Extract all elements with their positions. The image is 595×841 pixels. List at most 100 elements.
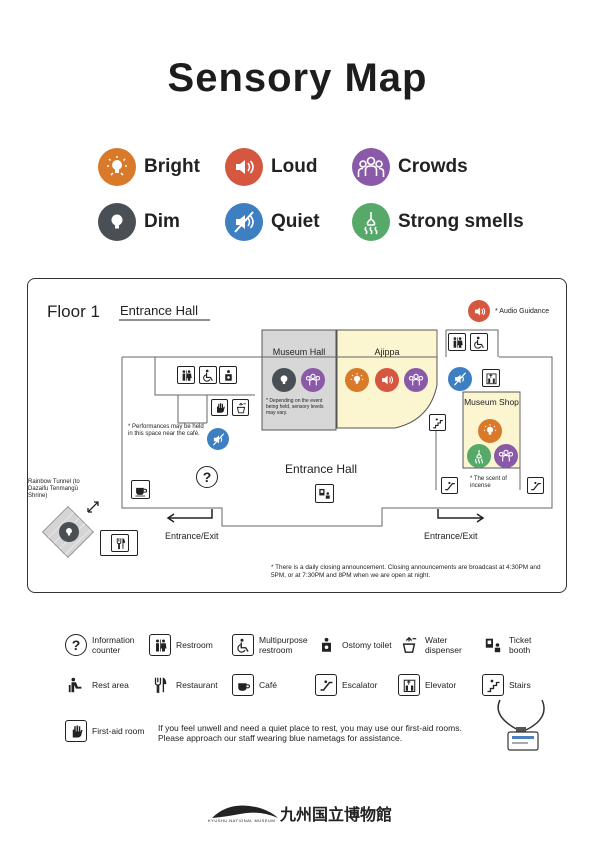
- key-elevator: Elevator: [398, 674, 456, 696]
- museum-name: 九州国立博物館: [280, 805, 393, 824]
- legend-label: Bright: [144, 156, 200, 177]
- museum-logo-icon: [212, 805, 278, 818]
- smell-icon: [352, 203, 390, 241]
- elevator-icon: [482, 369, 500, 387]
- key-restaurant: Restaurant: [149, 674, 218, 696]
- floor-section-label: Entrance Hall: [120, 303, 199, 318]
- restroom-icon: [448, 333, 466, 351]
- key-ticket-booth: Ticket booth: [482, 634, 544, 656]
- key-label: Multipurpose restroom: [259, 635, 308, 655]
- first-aid-icon: [65, 720, 87, 742]
- crowds-icon: [494, 444, 518, 468]
- key-label: Escalator: [342, 680, 378, 690]
- legend-label: Quiet: [271, 211, 320, 232]
- legend-item-quiet: Quiet: [225, 203, 320, 241]
- ajippa-label: Ajippa: [374, 347, 400, 357]
- escalator-icon: [527, 477, 544, 494]
- restroom-icon: [177, 366, 195, 384]
- wheelchair-icon: [232, 634, 254, 656]
- shop-note: * The scent of incense: [470, 476, 507, 489]
- crowds-icon: [352, 148, 390, 186]
- key-label: Restaurant: [176, 680, 218, 690]
- quiet-icon: [225, 203, 263, 241]
- water-icon: [398, 634, 420, 656]
- smell-icon: [467, 444, 491, 468]
- ostomy-icon: [315, 634, 337, 656]
- key-multipurpose-restroom: Multipurpose restroom: [232, 634, 319, 656]
- legend-item-dim: Dim: [98, 203, 180, 241]
- floor-label: Floor 1: [47, 302, 100, 321]
- wheelchair-icon: [199, 366, 217, 384]
- floor-map: [27, 278, 567, 593]
- closing-note: * There is a daily closing announcement.…: [271, 564, 541, 579]
- restroom-icon: [149, 634, 171, 656]
- museum-shop-label: Museum Shop: [464, 397, 519, 407]
- key-label: Elevator: [425, 680, 457, 690]
- dim-icon: [59, 522, 79, 542]
- ostomy-icon: [219, 366, 237, 384]
- entrance-exit-right-label: Entrance/Exit: [424, 531, 478, 541]
- crowds-icon: [301, 368, 325, 392]
- museum-hall-label: Museum Hall: [272, 347, 326, 357]
- ticket-icon: [315, 484, 334, 503]
- escalator-icon: [315, 674, 337, 696]
- quiet-icon: [207, 428, 229, 450]
- loud-icon: [225, 148, 263, 186]
- escalator-icon: [441, 477, 458, 494]
- rainbow-tunnel-label: Rainbow Tunnel (to Dazaifu Tenmangū Shri…: [28, 479, 80, 499]
- cafe-icon: [131, 480, 150, 499]
- key-water-dispenser: Water dispenser: [398, 634, 475, 656]
- dim-icon: [98, 203, 136, 241]
- audio-guidance-label: * Audio Guidance: [495, 308, 550, 315]
- key-label: Ostomy toilet: [342, 640, 392, 650]
- key-information: ? Information counter: [65, 634, 147, 656]
- key-label: Information counter: [92, 635, 135, 655]
- bright-icon: [345, 368, 369, 392]
- legend-item-crowds: Crowds: [352, 148, 468, 186]
- bright-icon: [478, 419, 502, 443]
- nametag-icon: [497, 699, 545, 751]
- key-label: Restroom: [176, 640, 213, 650]
- legend-item-bright: Bright: [98, 148, 200, 186]
- legend-label: Strong smells: [398, 211, 524, 232]
- wheelchair-icon: [470, 333, 488, 351]
- first-aid-icon: [211, 399, 228, 416]
- crowds-icon: [404, 368, 428, 392]
- legend-label: Crowds: [398, 156, 468, 177]
- entrance-exit-left-label: Entrance/Exit: [165, 531, 219, 541]
- bright-icon: [98, 148, 136, 186]
- stairs-icon: [482, 674, 504, 696]
- elevator-icon: [398, 674, 420, 696]
- loud-icon: [468, 300, 490, 322]
- ticket-icon: [482, 634, 504, 656]
- loud-icon: [375, 368, 399, 392]
- restaurant-icon: [111, 534, 129, 552]
- quiet-icon: [448, 367, 472, 391]
- restaurant-icon: [149, 674, 171, 696]
- legend-label: Loud: [271, 156, 318, 177]
- key-rest-area: Rest area: [65, 674, 129, 696]
- key-cafe: Café: [232, 674, 277, 696]
- legend-label: Dim: [144, 211, 180, 232]
- performances-note: * Performances may be held in this space…: [128, 424, 204, 437]
- key-label: Water dispenser: [425, 635, 462, 655]
- dim-icon: [272, 368, 296, 392]
- key-label: Ticket booth: [509, 635, 532, 655]
- rest-area-icon: [65, 674, 87, 696]
- legend-item-strong-smells: Strong smells: [352, 203, 524, 241]
- museum-hall-note: * Depending on the event being held, sen…: [266, 398, 324, 416]
- page-title: Sensory Map: [167, 56, 428, 100]
- cafe-icon: [232, 674, 254, 696]
- information-icon: ?: [196, 466, 218, 488]
- key-label: Rest area: [92, 680, 129, 690]
- entrance-hall-label: Entrance Hall: [285, 462, 358, 476]
- water-icon: [232, 399, 249, 416]
- restaurant-area: [100, 530, 138, 556]
- stairs-icon: [429, 414, 446, 431]
- logo-subtext: KYUSHU NATIONAL MUSEUM: [208, 818, 276, 823]
- first-aid-note: If you feel unwell and need a quiet plac…: [158, 723, 462, 743]
- key-first-aid-room: First-aid room: [65, 720, 144, 742]
- legend-item-loud: Loud: [225, 148, 317, 186]
- key-ostomy-toilet: Ostomy toilet: [315, 634, 392, 656]
